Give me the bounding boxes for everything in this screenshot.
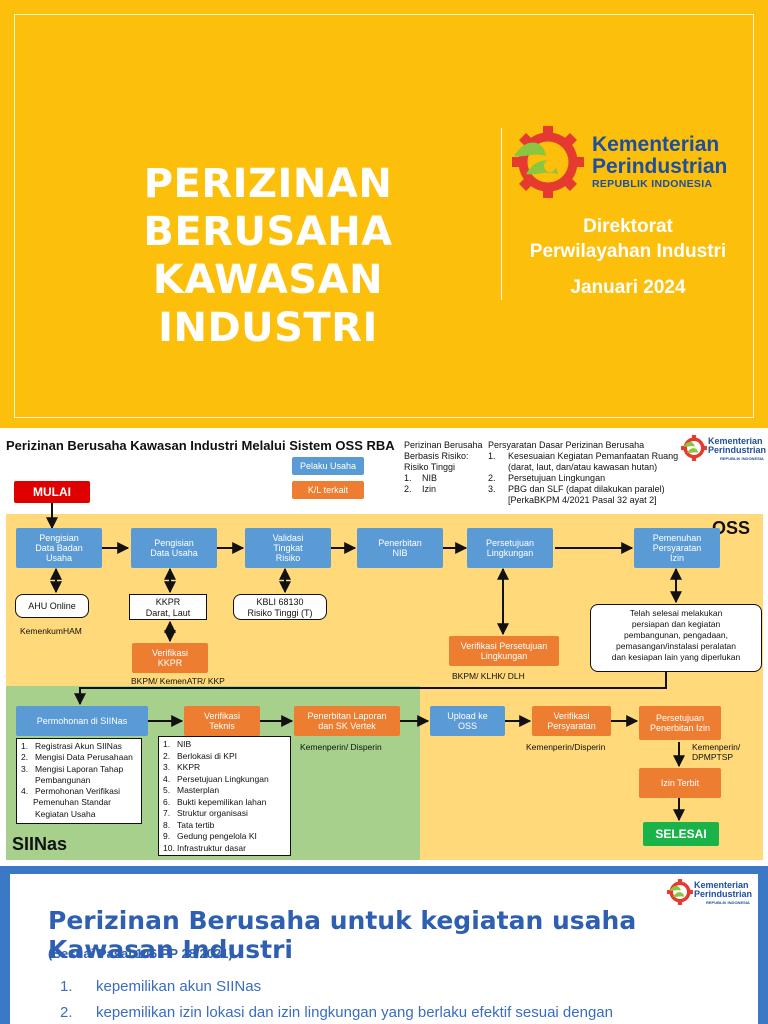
ministry-logo: Kementerian Perindustrian REPUBLIK INDON…	[508, 126, 758, 198]
cover-title-line2: KAWASAN INDUSTRI	[152, 257, 384, 351]
ministry-name-line3: REPUBLIK INDONESIA	[592, 178, 713, 190]
cover-slide: PERIZINAN BERUSAHA KAWASAN INDUSTRI	[0, 0, 768, 428]
ministry-logo-small: Kementerian Perindustrian REPUBLIK INDON…	[680, 434, 766, 466]
logo-small-line2: Perindustrian	[694, 889, 753, 899]
siinas-steps-list: 1.Registrasi Akun SIINas 2.Mengisi Data …	[16, 738, 142, 824]
ahu-online-box: AHU Online	[15, 594, 89, 618]
list-item: 3.PBG dan SLF (dapat dilakukan paralel)	[488, 484, 665, 494]
list-item: 2.kepemilikan izin lokasi dan izin lingk…	[60, 1004, 613, 1021]
divider-line	[501, 128, 502, 300]
ahu-caption: KemenkumHAM	[20, 626, 82, 636]
gear-logo-icon	[512, 126, 584, 198]
list-item: 2.Berlokasi di KPI	[163, 750, 237, 761]
list-item: 1.Registrasi Akun SIINas	[21, 741, 122, 751]
list-item: Pembangunan	[35, 774, 91, 785]
persetujuan-caption: Kemenperin/ DPMPTSP	[692, 742, 741, 762]
list-item: 1.NIB	[163, 739, 192, 749]
technical-verification-list: 1.NIB 2.Berlokasi di KPI 3.KKPR 4.Perset…	[158, 736, 291, 856]
list-item: 3.KKPR	[163, 762, 201, 772]
flowchart-slide: Perizinan Berusaha Kawasan Industri Mela…	[0, 432, 768, 864]
risk-info: Perizinan Berusaha Berbasis Risiko: Risi…	[404, 440, 483, 495]
requirements-title: Perizinan Berusaha untuk kegiatan usaha …	[48, 906, 637, 964]
list-item: 3.Mengisi Laporan Tahap	[21, 763, 124, 774]
logo-small-line1: Kementerian	[694, 880, 749, 890]
list-item: 4.Persetujuan Lingkungan	[163, 773, 269, 784]
slide-frame	[14, 14, 754, 418]
list-item: 2.Izin	[404, 484, 437, 494]
list-item: 4.Permohonan Verifikasi	[21, 786, 121, 797]
list-item: 10.Infrastruktur dasar	[163, 842, 246, 853]
legend-kl-terkait: K/L terkait	[292, 481, 364, 499]
basic-req-title: Persyaratan Dasar Perizinan Berusaha	[488, 440, 645, 450]
list-item: 7.Struktur organisasi	[163, 808, 248, 818]
requirements-slide: Kementerian Perindustrian REPUBLIK INDON…	[0, 866, 768, 1024]
oss-zone-label: OSS	[712, 518, 751, 538]
flow-arrows	[46, 503, 685, 822]
kkpr-caption: BKPM/ KemenATR/ KKP	[131, 676, 225, 686]
flowchart-title: Perizinan Berusaha Kawasan Industri Mela…	[6, 438, 395, 453]
end-node: SELESAI	[643, 822, 719, 846]
logo-small-line2: Perindustrian	[708, 445, 767, 455]
cover-date: Januari 2024	[570, 277, 686, 298]
list-item: 1.NIB	[404, 473, 438, 483]
list-item: Pemenuhan Standar	[33, 797, 111, 808]
cover-title-line1: PERIZINAN BERUSAHA	[143, 161, 393, 255]
list-item: 6.Bukti kepemilikan lahan	[163, 796, 267, 807]
requirements-panel: Kementerian Perindustrian REPUBLIK INDON…	[10, 874, 758, 1024]
lingkungan-caption: BKPM/ KLHK/ DLH	[452, 671, 525, 681]
ministry-name-line1: Kementerian	[592, 133, 720, 156]
node-permohonan-siinas: Permohonan di SIINas	[16, 706, 148, 736]
list-item-cont: (darat, laut, dan/atau kawasan hutan)	[508, 462, 658, 472]
verifikasi-persyaratan-caption: Kemenperin/Disperin	[526, 742, 606, 752]
list-item: Kegiatan Usaha	[35, 808, 96, 819]
list-item: 8.Tata tertib	[163, 819, 215, 830]
directorate-line1: Direktorat	[583, 216, 673, 237]
list-item: 9.Gedung pengelola KI	[163, 831, 257, 841]
gear-logo-icon	[681, 435, 707, 461]
risk-info-line1: Perizinan Berusaha	[404, 440, 483, 450]
risk-info-line2: Berbasis Risiko:	[404, 451, 469, 461]
list-item: 1.kepemilikan akun SIINas	[60, 978, 262, 995]
requirements-subtitle: (Sesuai Pasal 146 PP 28/2021)	[48, 946, 233, 961]
siinas-zone-label: SIINas	[12, 834, 68, 854]
directorate: Direktorat Perwilayahan Industri	[508, 214, 748, 264]
list-item: 1.Kesesuaian Kegiatan Pemanfaatan Ruang	[488, 451, 679, 461]
logo-small-line3: REPUBLIK INDONESIA	[720, 456, 764, 461]
list-item-cont: [PerkaBKPM 4/2021 Pasal 32 ayat 2]	[508, 495, 657, 505]
risk-info-line3: Risiko Tinggi	[404, 462, 456, 472]
list-item: 2.Mengisi Data Perusahaan	[21, 752, 133, 763]
ministry-logo-small: Kementerian Perindustrian REPUBLIK INDON…	[666, 878, 756, 910]
node-izin-terbit: Izin Terbit	[639, 768, 721, 798]
ministry-name-line2: Perindustrian	[592, 155, 728, 178]
basic-requirements: Persyaratan Dasar Perizinan Berusaha 1.K…	[488, 440, 688, 506]
penerbitan-caption: Kemenperin/ Disperin	[300, 742, 382, 752]
ministry-name: Kementerian Perindustrian REPUBLIK INDON…	[592, 134, 727, 191]
preparation-done-box: Telah selesai melakukan persiapan dan ke…	[590, 604, 762, 672]
list-item: 2.Persetujuan Lingkungan	[488, 473, 606, 483]
kbli-box: KBLI 68130 Risiko Tinggi (T)	[233, 594, 327, 620]
list-item: 5.Masterplan	[163, 785, 220, 795]
gear-logo-icon	[667, 879, 693, 905]
cover-title: PERIZINAN BERUSAHA KAWASAN INDUSTRI	[58, 160, 478, 352]
start-node: MULAI	[14, 481, 90, 503]
directorate-line2: Perwilayahan Industri	[529, 241, 727, 262]
logo-small-line1: Kementerian	[708, 436, 763, 446]
legend-pelaku-usaha: Pelaku Usaha	[292, 457, 364, 475]
logo-small-line3: REPUBLIK INDONESIA	[706, 900, 750, 905]
kkpr-box: KKPR Darat, Laut	[129, 594, 207, 620]
